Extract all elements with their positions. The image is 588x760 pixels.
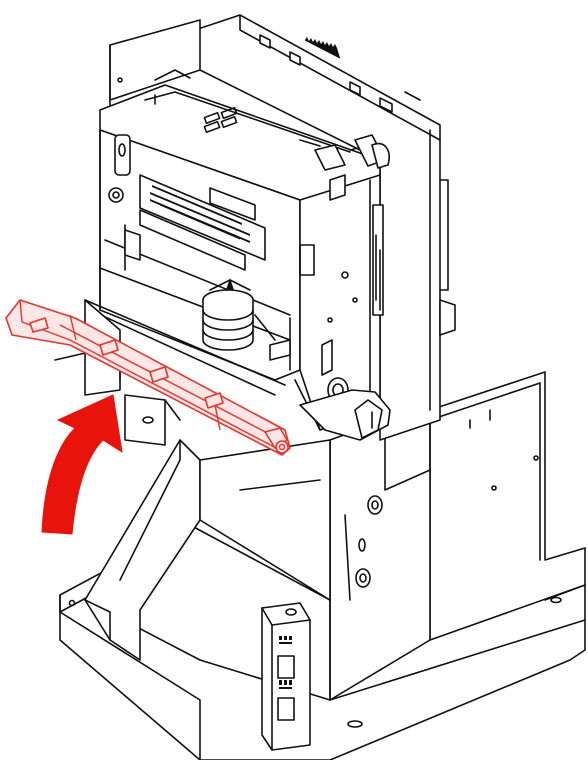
connector-teeth [304, 37, 341, 59]
rotation-arrow [41, 394, 123, 535]
plate-marking-top [279, 636, 292, 644]
plate-marking-bottom [279, 680, 292, 689]
left-support-arm [84, 439, 331, 661]
warning-label-text [150, 185, 250, 243]
printer-body [84, 69, 391, 441]
platen-roller [202, 278, 254, 351]
open-cover-part [5, 299, 291, 456]
front-label-plate [261, 602, 311, 751]
rear-housing [109, 14, 456, 441]
